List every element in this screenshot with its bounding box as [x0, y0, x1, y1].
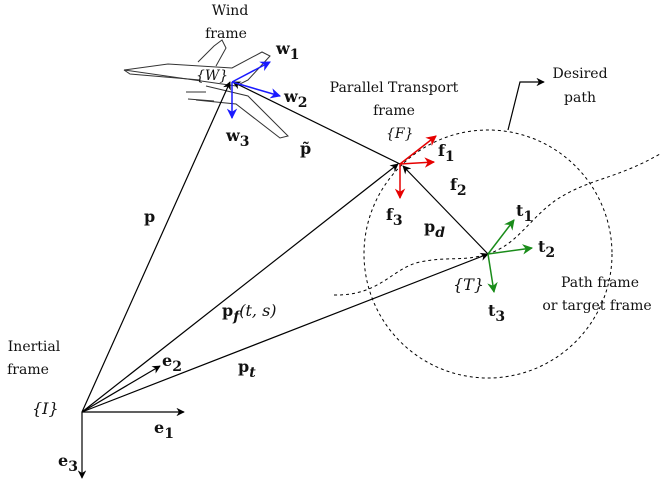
path-frame-symbol: {T} [453, 275, 484, 294]
label-f2: f2 [450, 175, 467, 199]
wind-frame-label-line1: Wind [212, 3, 249, 19]
aircraft-sketch [123, 39, 289, 139]
desired-path-label-line1: Desired [552, 66, 607, 82]
axis-f2 [399, 157, 436, 168]
vector-pt [81, 252, 489, 413]
parallel-transport-label-line2: frame [373, 103, 415, 119]
label-t2: t2 [538, 237, 555, 261]
label-t3: t3 [488, 301, 505, 325]
vector-pd [402, 165, 489, 255]
label-f1: f1 [438, 141, 455, 165]
wind-frame-label-line2: frame [205, 26, 247, 42]
parallel-transport-symbol: {F} [386, 126, 414, 142]
parallel-transport-label-line1: Parallel Transport [330, 80, 459, 96]
vector-p-tilde [232, 81, 401, 165]
path-frame-label-line2: or target frame [542, 298, 651, 314]
inertial-frame-label-line1: Inertial [8, 339, 61, 355]
label-e3: e3 [58, 451, 78, 475]
label-f3: f3 [386, 205, 403, 229]
vector-pf [81, 163, 399, 413]
label-t1: t1 [516, 201, 533, 225]
axis-w1 [231, 61, 271, 83]
desired-path-callout [507, 77, 545, 131]
inertial-frame-symbol: {I} [32, 399, 59, 418]
label-w2: w2 [283, 87, 308, 111]
axis-t1 [487, 219, 515, 255]
label-p-tilde: p̃ [300, 139, 311, 158]
desired-path-circle [363, 129, 613, 379]
wind-frame-symbol: {W} [196, 68, 228, 84]
axis-t2 [487, 244, 534, 255]
axis-t3 [487, 253, 498, 294]
label-w1: w1 [275, 39, 300, 63]
label-pf: pf(t, s) [222, 301, 277, 325]
desired-path-label-line2: path [564, 90, 596, 106]
label-pd: pd [424, 217, 445, 241]
inertial-frame-label-line2: frame [7, 362, 49, 378]
label-e2: e2 [162, 351, 182, 375]
vector-p [81, 81, 231, 413]
label-w3: w3 [225, 126, 250, 150]
axis-w2 [231, 81, 282, 99]
path-frame-label-line1: Path frame [561, 275, 639, 291]
axis-e2 [81, 365, 161, 413]
label-e1: e1 [154, 418, 174, 442]
label-p: p [144, 207, 155, 226]
axis-f1 [399, 135, 437, 165]
label-pt: pt [238, 357, 256, 381]
